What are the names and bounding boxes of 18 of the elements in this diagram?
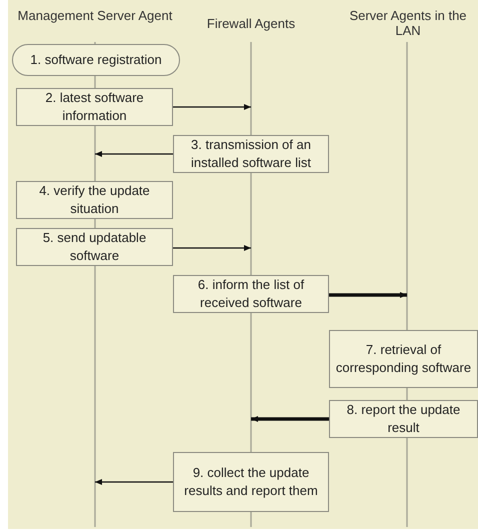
step-box: 3. transmission of an installed software list	[173, 135, 329, 173]
message-arrow	[173, 245, 251, 251]
message-arrow	[95, 151, 173, 157]
step-box: 8. report the update result	[329, 400, 478, 438]
step-box: 6. inform the list of received software	[173, 275, 329, 313]
message-arrow	[95, 479, 173, 485]
lane-header: Management Server Agent	[16, 8, 174, 23]
step-box: 5. send updatable software	[16, 228, 173, 266]
rounded-step-box: 1. software registration	[12, 44, 180, 76]
step-box: 7. retrieval of corresponding software	[329, 330, 478, 388]
lane-header: Firewall Agents	[206, 15, 296, 31]
message-arrow	[329, 292, 407, 298]
message-arrow	[173, 104, 251, 110]
step-box: 9. collect the update results and report them	[173, 452, 329, 512]
step-box: 2. latest software information	[16, 88, 173, 126]
message-arrow	[251, 416, 329, 422]
step-box: 4. verify the update situation	[16, 181, 173, 219]
lane-header: Server Agents in the LAN	[348, 8, 468, 38]
